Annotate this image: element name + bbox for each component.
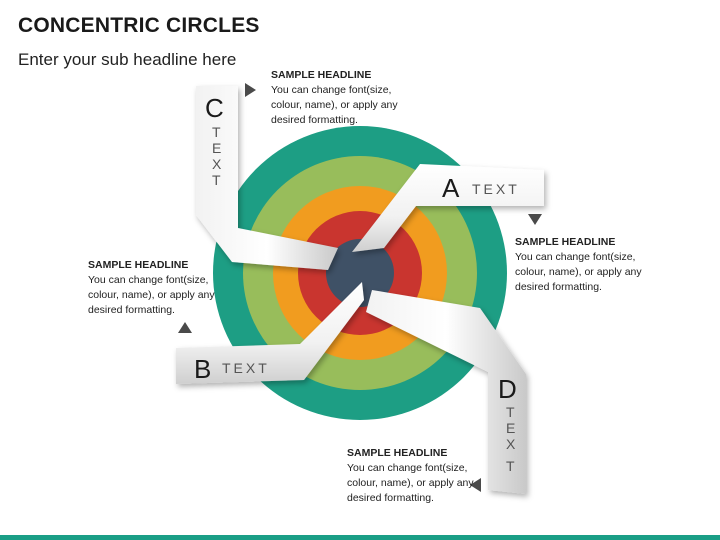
arrow-right-icon: [245, 83, 256, 97]
label-b-word: TEXT: [222, 360, 270, 376]
ribbon-b: [176, 282, 364, 384]
label-d-char-3: X: [506, 436, 518, 452]
label-a-word: TEXT: [472, 181, 520, 197]
label-a-letter: A: [442, 173, 460, 203]
arrow-down-icon: [528, 214, 542, 225]
callout-top-headline: SAMPLE HEADLINE: [271, 69, 372, 81]
callout-top: SAMPLE HEADLINE You can change font(size…: [271, 68, 431, 128]
callout-right: SAMPLE HEADLINE You can change font(size…: [515, 235, 675, 295]
arrow-left-icon: [470, 478, 481, 492]
label-b-letter: B: [194, 354, 211, 384]
label-c-char-4: T: [212, 172, 224, 188]
label-c-letter: C: [205, 93, 224, 123]
ribbon-c: [196, 86, 338, 270]
label-d-char-2: E: [506, 420, 518, 436]
ring-core: [326, 239, 394, 307]
label-d-char-1: T: [506, 404, 518, 420]
callout-bottom-body: You can change font(size, colour, name),…: [347, 462, 474, 504]
page-subtitle: Enter your sub headline here: [18, 50, 237, 69]
callout-left-headline: SAMPLE HEADLINE: [88, 259, 189, 271]
ribbon-d: [366, 290, 526, 494]
callout-left-body: You can change font(size, colour, name),…: [88, 274, 215, 316]
label-c-char-1: T: [212, 124, 224, 140]
callout-bottom: SAMPLE HEADLINE You can change font(size…: [347, 446, 507, 506]
label-d-char-4: T: [506, 458, 518, 474]
callout-right-body: You can change font(size, colour, name),…: [515, 251, 642, 293]
callout-bottom-headline: SAMPLE HEADLINE: [347, 447, 448, 459]
label-c-char-2: E: [212, 140, 224, 156]
callout-left: SAMPLE HEADLINE You can change font(size…: [88, 258, 248, 318]
label-d-letter: D: [498, 374, 517, 404]
bottom-accent-bar: [0, 535, 720, 540]
ribbon-a: [352, 164, 544, 252]
arrow-up-icon: [178, 322, 192, 333]
page-title: CONCENTRIC CIRCLES: [18, 14, 260, 37]
label-c-char-3: X: [212, 156, 224, 172]
callout-right-headline: SAMPLE HEADLINE: [515, 236, 616, 248]
callout-top-body: You can change font(size, colour, name),…: [271, 84, 398, 126]
